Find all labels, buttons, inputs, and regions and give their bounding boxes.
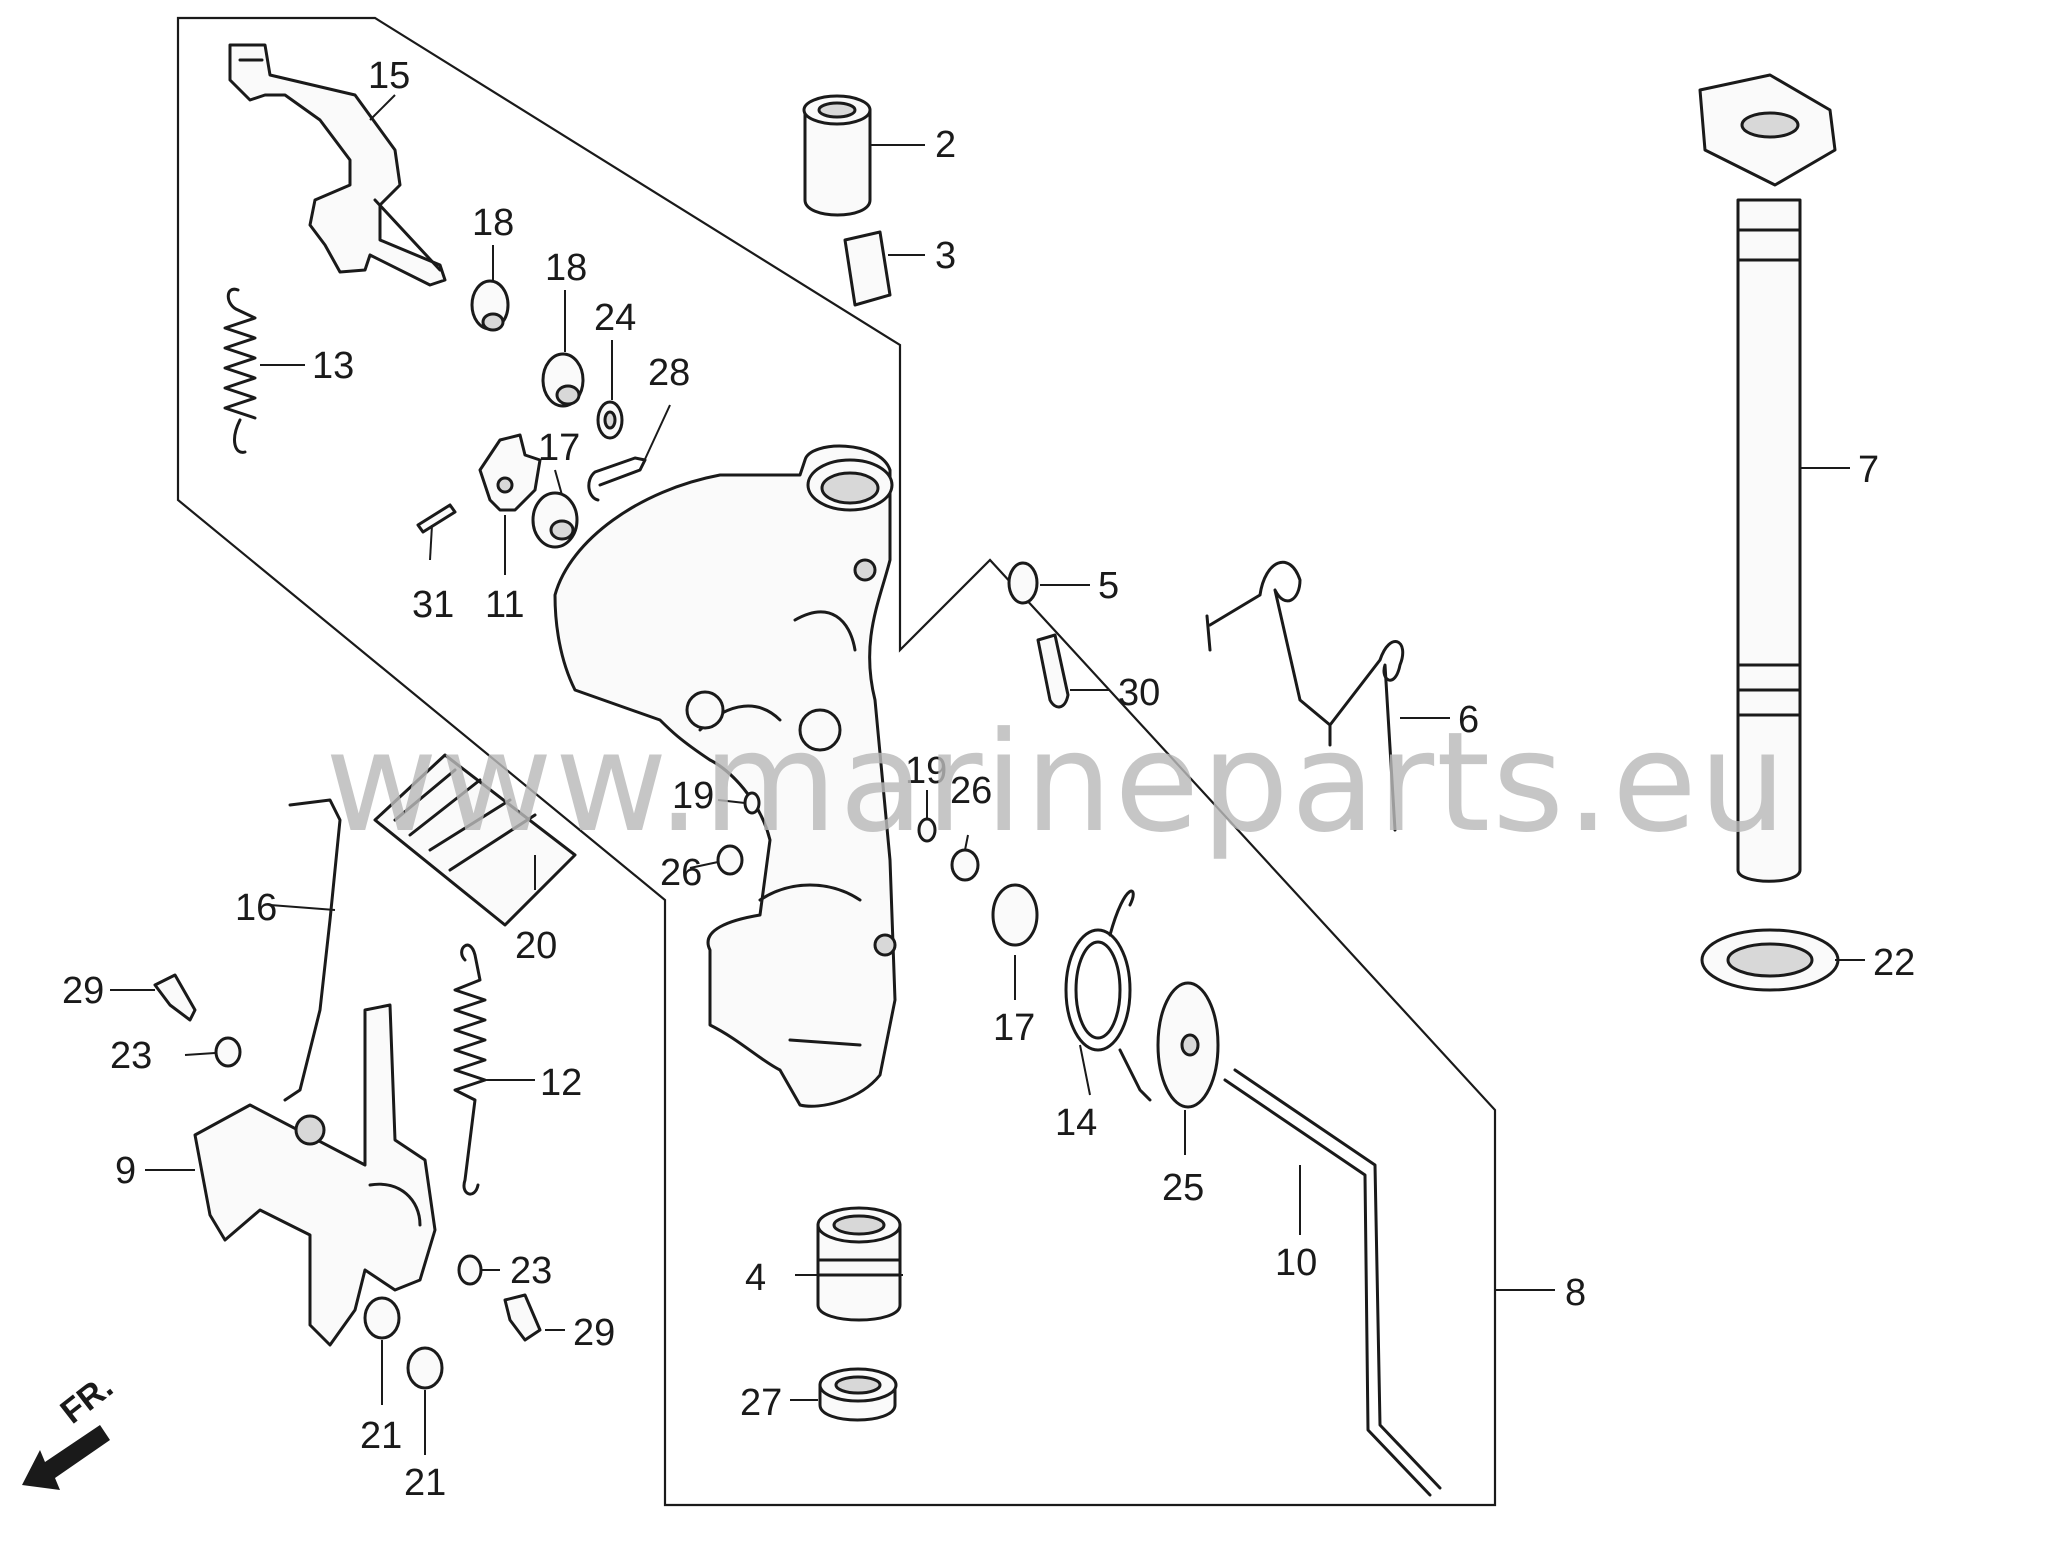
part-18-collar-a [470,279,510,332]
front-direction-indicator: FR. [22,1368,120,1490]
part-14-torsion-spring [1064,889,1152,1102]
part-9-shift-bracket [193,1003,437,1347]
callout-20: 20 [515,925,557,967]
part-10-crank-rod [1223,1068,1442,1497]
callout-25: 25 [1162,1167,1204,1209]
part-12-spring [453,943,487,1196]
callout-21-a: 21 [360,1415,402,1457]
callout-17-lower: 17 [993,1007,1035,1049]
watermark-text: www.marineparts.eu [325,702,1788,863]
part-23-washer-upper [214,1036,242,1068]
callout-15: 15 [368,55,410,97]
front-label: FR. [54,1368,121,1432]
callout-6: 6 [1458,699,1479,741]
callout-29-upper: 29 [62,970,104,1012]
callout-24: 24 [594,297,636,339]
part-31-pin [416,503,457,534]
callout-28: 28 [648,352,690,394]
part-29-bolt-lower [503,1293,542,1342]
part-21-collar-a [363,1296,401,1340]
callout-18-a: 18 [472,202,514,244]
callout-11: 11 [485,584,524,626]
part-29-bolt-upper [153,973,197,1022]
callout-21-b: 21 [404,1462,446,1504]
part-7-swivel-shaft [1698,73,1837,883]
part-27-ring [818,1367,898,1422]
callout-27: 27 [740,1382,782,1424]
callout-26-left: 26 [660,852,702,894]
part-15-shift-lever [228,43,447,287]
part-25-plate-washer [1156,981,1220,1109]
part-30-bolt [1036,633,1070,709]
callout-2: 2 [935,124,956,166]
callout-8: 8 [1565,1272,1586,1314]
part-6-wire-spring [1205,560,1405,832]
callout-31: 31 [412,584,454,626]
part-18-collar-b [541,352,585,408]
callout-26-right: 26 [950,770,992,812]
callout-labels: 2 3 4 5 6 7 8 9 10 11 12 13 14 15 16 17 … [62,55,1915,1504]
callout-19-left: 19 [672,775,714,817]
callout-22: 22 [1873,942,1915,984]
callout-29-lower: 29 [573,1312,615,1354]
callout-7: 7 [1858,449,1879,491]
callout-19-right: 19 [905,750,947,792]
callout-13: 13 [312,345,354,387]
leader-lines [110,94,1865,1455]
callout-23-lower: 23 [510,1250,552,1292]
part-16-link-rod [283,798,342,1102]
callout-4: 4 [745,1257,766,1299]
part-2-bushing [802,94,872,217]
assembly-boundary [176,16,1497,1507]
callout-30: 30 [1118,672,1160,714]
part-24-washer [596,400,624,440]
callout-9: 9 [115,1150,136,1192]
part-13-spring [223,287,257,454]
part-22-ring [1700,928,1840,992]
callout-16: 16 [235,887,277,929]
callout-5: 5 [1098,565,1119,607]
part-21-nut-b [406,1346,444,1390]
callout-10: 10 [1275,1242,1317,1284]
callout-3: 3 [935,235,956,277]
swivel-case [553,444,897,1108]
part-17-collar-upper [531,491,579,549]
callout-14: 14 [1055,1102,1097,1144]
part-20-decal [373,753,577,927]
part-3-shim [843,230,892,307]
part-23-washer-lower [457,1254,483,1286]
part-17-collar-lower [991,883,1039,947]
callout-17-upper: 17 [538,427,580,469]
part-26-screw-left [716,844,744,876]
part-28-cotter-pin [587,456,647,502]
callout-23-upper: 23 [110,1035,152,1077]
part-11-bracket [478,433,542,512]
callout-18-b: 18 [545,247,587,289]
callout-12: 12 [540,1062,582,1104]
front-arrow-icon [22,1425,110,1490]
part-4-bushing [816,1206,902,1322]
part-5-nut [1007,561,1039,605]
